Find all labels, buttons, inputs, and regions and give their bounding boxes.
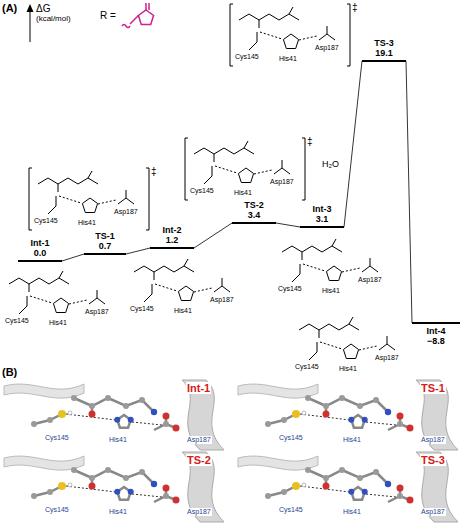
- state-name: Int-2: [150, 225, 194, 235]
- residue-label: Asp187: [375, 354, 399, 362]
- axis-unit: (kcal/mol): [36, 15, 71, 24]
- panel-title: Int-1: [186, 382, 211, 394]
- residue-label: Asp187: [270, 178, 294, 186]
- energy-level: Int-4−8.8: [412, 322, 460, 346]
- residue-label: Asp187: [85, 308, 109, 316]
- energy-level: Int-21.2: [150, 225, 194, 249]
- panel-title: TS-3: [420, 454, 446, 466]
- residue-label: Cys145: [190, 187, 214, 195]
- residue-label: Asp187: [420, 508, 446, 516]
- residue-label: His41: [322, 287, 340, 295]
- residue-label: His41: [342, 508, 362, 516]
- energy-value: 19.1: [362, 48, 406, 58]
- energy-value: 3.4: [232, 210, 276, 220]
- residue-label: Cys145: [44, 506, 70, 514]
- energy-connector: [406, 61, 412, 323]
- state-name: Int-3: [300, 204, 344, 214]
- substituent-label: R =: [100, 10, 116, 21]
- panel-title: TS-2: [186, 454, 212, 466]
- residue-label: His41: [108, 436, 128, 444]
- state-name: TS-1: [84, 231, 126, 241]
- residue-label: Asp187: [186, 508, 212, 516]
- energy-level: TS-23.4: [232, 200, 276, 224]
- energy-connector: [194, 223, 232, 248]
- energy-level: Int-33.1: [300, 204, 344, 228]
- ts-symbol: ‡: [151, 166, 157, 177]
- axis-label: ΔG: [36, 3, 50, 14]
- residue-label: His41: [108, 508, 128, 516]
- panel-title: TS-1: [420, 382, 446, 394]
- residue-label: Asp187: [186, 436, 212, 444]
- ts-symbol: ‡: [352, 2, 358, 13]
- residue-label: Cys145: [5, 317, 29, 325]
- reagent-label: H₂O: [322, 160, 339, 170]
- residue-label: Asp187: [420, 436, 446, 444]
- residue-label: His41: [279, 55, 297, 63]
- energy-connector: [62, 254, 84, 261]
- panel-letter: (B): [2, 366, 17, 378]
- residue-label: Cys145: [235, 53, 259, 61]
- state-name: Int-4: [412, 326, 460, 336]
- residue-label: His41: [78, 219, 96, 227]
- state-name: TS-2: [232, 200, 276, 210]
- state-name: TS-3: [362, 38, 406, 48]
- residue-label: Asp187: [210, 296, 234, 304]
- energy-level: TS-319.1: [362, 38, 406, 62]
- energy-value: 0.7: [84, 241, 126, 251]
- residue-label: Cys145: [34, 217, 58, 225]
- residue-label: Cys145: [130, 305, 154, 313]
- panel-letter: (A): [2, 2, 17, 14]
- energy-connector: [126, 248, 150, 254]
- energy-level: Int-10.0: [18, 238, 62, 262]
- ts-symbol: ‡: [307, 136, 313, 147]
- residue-label: His41: [342, 436, 362, 444]
- structure-panel: TS-2Cys145 His41 Asp187: [4, 452, 236, 522]
- residue-label: Asp187: [315, 44, 339, 52]
- energy-level: TS-10.7: [84, 231, 126, 255]
- residue-label: His41: [49, 319, 67, 327]
- residue-label: His41: [174, 307, 192, 315]
- structure-panel: Int-1Cys145 His41 Asp187: [4, 380, 236, 450]
- residue-label: Cys145: [295, 363, 319, 371]
- residue-label: Cys145: [278, 506, 304, 514]
- energy-value: −8.8: [412, 336, 460, 346]
- residue-label: Cys145: [278, 434, 304, 442]
- residue-label: Cys145: [44, 434, 70, 442]
- structure-panel: TS-1Cys145 His41 Asp187: [238, 380, 470, 450]
- energy-connector: [276, 223, 300, 227]
- residue-label: His41: [339, 365, 357, 373]
- residue-label: Asp187: [358, 276, 382, 284]
- energy-connector: [344, 61, 362, 227]
- state-name: Int-1: [18, 238, 62, 248]
- energy-value: 1.2: [150, 235, 194, 245]
- residue-label: Asp187: [114, 208, 138, 216]
- energy-value: 3.1: [300, 214, 344, 224]
- structure-panel: TS-3Cys145 His41 Asp187: [238, 452, 470, 522]
- residue-label: Cys145: [278, 285, 302, 293]
- energy-value: 0.0: [18, 248, 62, 258]
- residue-label: His41: [234, 189, 252, 197]
